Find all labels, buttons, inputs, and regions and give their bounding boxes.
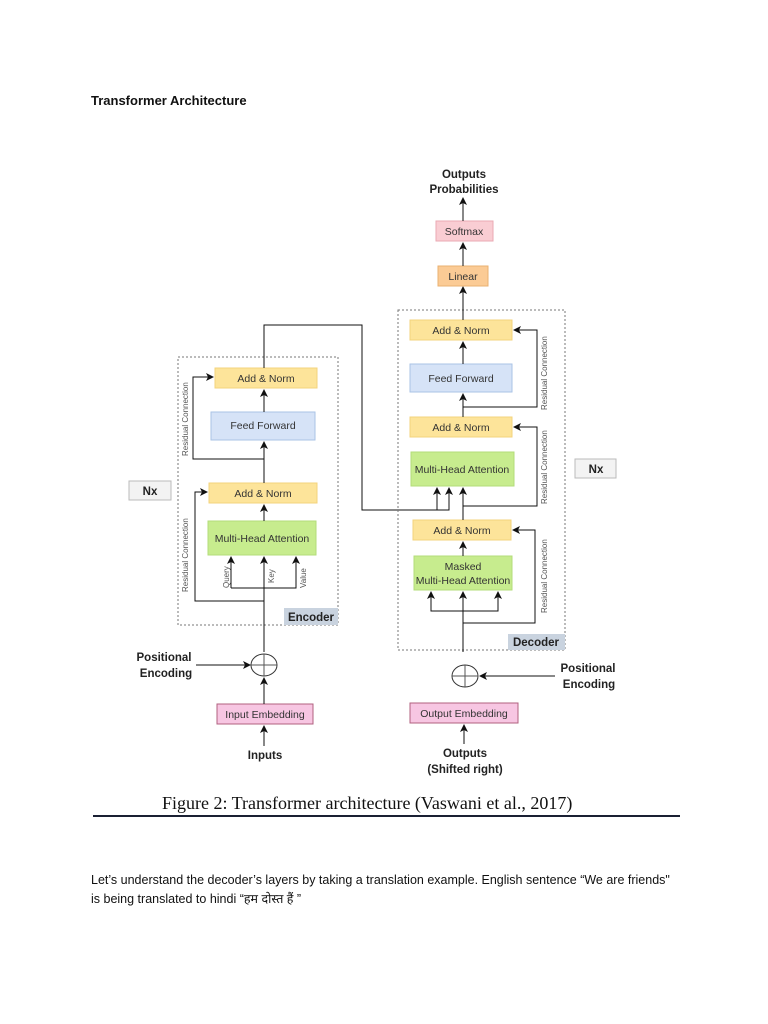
softmax-box [435, 220, 494, 242]
outputs-probabilities-label-2: Probabilities [429, 184, 498, 196]
decoder-residual-label-1: Residual Connection [540, 336, 549, 410]
caption-rule [93, 815, 680, 817]
decoder-positional-encoding-1: Positional [561, 663, 616, 675]
encoder-nx-label: Nx [143, 486, 158, 498]
decoder-nx-label: Nx [589, 464, 604, 476]
decoder-residual-label-3: Residual Connection [540, 539, 549, 613]
encoder-positional-encoding-2: Encoding [140, 668, 192, 680]
decoder-feed-forward [409, 363, 513, 393]
input-embedding-box [216, 703, 314, 725]
page-heading: Transformer Architecture [91, 93, 247, 108]
softmax-label: Softmax [445, 226, 484, 238]
decoder-positional-encoding-2: Encoding [563, 679, 615, 691]
decoder-multi-head-attention [410, 451, 515, 487]
encoder-key-label: Key [267, 569, 276, 583]
encoder-positional-encoding-1: Positional [137, 652, 192, 664]
output-embedding-label: Output Embedding [420, 708, 508, 720]
encoder-block-border [177, 356, 339, 626]
encoder-add-norm-top-label: Add & Norm [237, 373, 294, 385]
encoder-feed-forward [210, 411, 316, 441]
encoder-add-norm-bottom [208, 482, 318, 504]
decoder-add-norm-middle [409, 416, 513, 438]
encoder-add-norm-top [214, 367, 318, 389]
decoder-mha-label: Multi-Head Attention [415, 464, 510, 476]
decoder-outputs-label-2: (Shifted right) [427, 764, 503, 776]
decoder-residual-label-2: Residual Connection [540, 430, 549, 504]
decoder-add-norm-bottom [412, 519, 512, 541]
decoder-feed-forward-label: Feed Forward [428, 373, 494, 385]
decoder-add-norm-top [409, 319, 513, 341]
decoder-label-bg [508, 634, 565, 650]
decoder-outputs-label-1: Outputs [443, 748, 487, 760]
linear-label: Linear [448, 271, 478, 283]
decoder-add-norm-top-label: Add & Norm [432, 325, 489, 337]
decoder-block-border [397, 309, 566, 651]
decoder-label: Decoder [513, 637, 560, 649]
encoder-add-norm-bottom-label: Add & Norm [234, 488, 291, 500]
decoder-masked-label-1: Masked [445, 561, 482, 573]
transformer-diagram: Encoder Add & Norm Feed Forward Add & No… [128, 169, 617, 776]
figure-caption: Figure 2: Transformer architecture (Vasw… [162, 793, 573, 813]
encoder-mha-label: Multi-Head Attention [215, 533, 310, 545]
encoder-feed-forward-label: Feed Forward [230, 420, 296, 432]
decoder-add-norm-middle-label: Add & Norm [432, 422, 489, 434]
outputs-probabilities-label-1: Outputs [442, 169, 486, 181]
decoder-nx-box [574, 458, 617, 479]
output-embedding-box [409, 702, 519, 724]
inputs-label: Inputs [248, 750, 283, 762]
encoder-nx-box [128, 480, 172, 501]
input-embedding-label: Input Embedding [225, 709, 305, 721]
encoder-query-label: Query [222, 566, 231, 588]
body-paragraph: Let’s understand the decoder’s layers by… [91, 873, 670, 906]
encoder-label-bg [284, 608, 338, 625]
encoder-label: Encoder [288, 612, 335, 624]
decoder-masked-label-2: Multi-Head Attention [416, 575, 511, 587]
decoder-add-norm-bottom-label: Add & Norm [433, 525, 490, 537]
encoder-residual-label-2: Residual Connection [181, 518, 190, 592]
encoder-residual-label-1: Residual Connection [181, 382, 190, 456]
decoder-masked-attention [413, 555, 513, 591]
encoder-value-label: Value [299, 568, 308, 588]
encoder-multi-head-attention [207, 520, 317, 556]
